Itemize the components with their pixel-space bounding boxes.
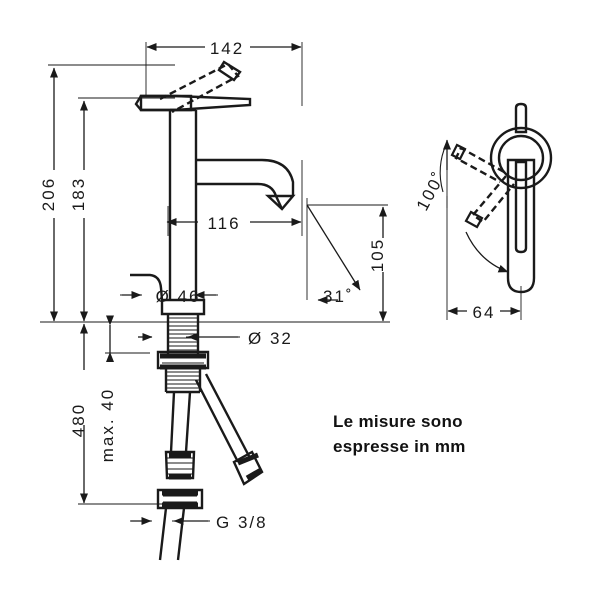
dim-body-diameter-46: Ø 46: [156, 287, 201, 306]
valve-body-solid: [160, 353, 263, 508]
dimension-lines: [50, 43, 521, 525]
dim-thread-g38: G 3/8: [216, 513, 268, 532]
dim-topview-width-64: 64: [473, 303, 496, 322]
dim-reach-116: 116: [207, 214, 240, 233]
dim-install-depth-480: 480: [69, 403, 88, 437]
dim-width-142: 142: [210, 39, 244, 58]
dim-spout-angle-31: 31˚: [323, 287, 354, 306]
lever-swing-phantom: [454, 146, 515, 224]
lever-swing-phantom-tips: [450, 143, 484, 229]
dim-swing-angle-100: 100˚: [413, 168, 450, 214]
dim-outlet-height-105: 105: [368, 238, 387, 272]
faucet-top-outline: [489, 102, 553, 294]
dim-shank-diameter-32: Ø 32: [248, 329, 293, 348]
dim-height-206: 206: [39, 177, 58, 211]
faucet-front-outline: [130, 94, 296, 561]
unit-note-line-1: Le misure sono: [333, 412, 463, 431]
unit-note-line-2: espresse in mm: [333, 437, 466, 456]
lever-raised-tip: [217, 60, 242, 82]
dim-height-183: 183: [69, 177, 88, 211]
lever-raised-phantom: [159, 62, 240, 114]
thread-hatching: [162, 317, 204, 503]
dim-max-deck-40: max. 40: [98, 388, 117, 462]
